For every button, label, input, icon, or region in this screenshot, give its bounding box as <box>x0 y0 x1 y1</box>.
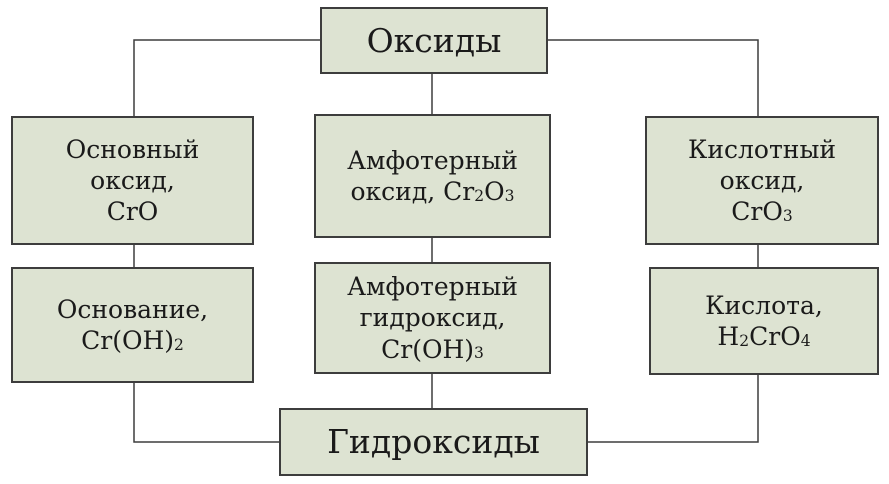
bottom-left-connector <box>133 383 279 443</box>
hydroxides-box: Гидроксиды <box>279 408 588 476</box>
amphoteric-oxide-box: Амфотерный оксид, Cr2O3 <box>314 114 551 238</box>
basic-oxide-formula: CrO <box>106 197 159 227</box>
base-line1: Основание, <box>56 294 209 324</box>
acid-box: Кислота, H2CrO4 <box>649 267 879 375</box>
acidic-oxide-line1: Кислотный <box>688 134 836 164</box>
amphoteric-hydroxide-box: Амфотерный гидроксид, Cr(OH)3 <box>314 262 551 374</box>
base-box: Основание, Cr(OH)2 <box>11 267 254 383</box>
hydroxides-label: Гидроксиды <box>327 422 540 462</box>
acid-formula: H2CrO4 <box>717 322 811 351</box>
amphoteric-oxide-line2: оксид, Cr2O3 <box>350 177 515 206</box>
top-left-connector <box>133 39 320 116</box>
acid-line1: Кислота, <box>705 290 823 320</box>
base-formula: Cr(OH)2 <box>81 326 184 355</box>
acidic-oxide-line2: оксид, <box>719 165 805 195</box>
amphoteric-hydroxide-line1: Амфотерный <box>347 272 518 302</box>
top-right-connector <box>548 39 759 116</box>
oxides-box: Оксиды <box>320 7 548 74</box>
oxides-label: Оксиды <box>366 20 502 60</box>
amphoteric-hydroxide-formula: Cr(OH)3 <box>381 334 484 364</box>
basic-oxide-box: Основный оксид, CrO <box>11 116 254 245</box>
basic-oxide-line2: оксид, <box>90 165 175 195</box>
basic-oxide-line1: Основный <box>65 134 200 164</box>
amphoteric-oxide-line1: Амфотерный <box>347 145 518 175</box>
acidic-oxide-box: Кислотный оксид, CrO3 <box>645 116 879 245</box>
bottom-right-connector <box>588 375 759 443</box>
acidic-oxide-formula: CrO3 <box>731 197 793 227</box>
amphoteric-hydroxide-line2: гидроксид, <box>359 303 506 333</box>
